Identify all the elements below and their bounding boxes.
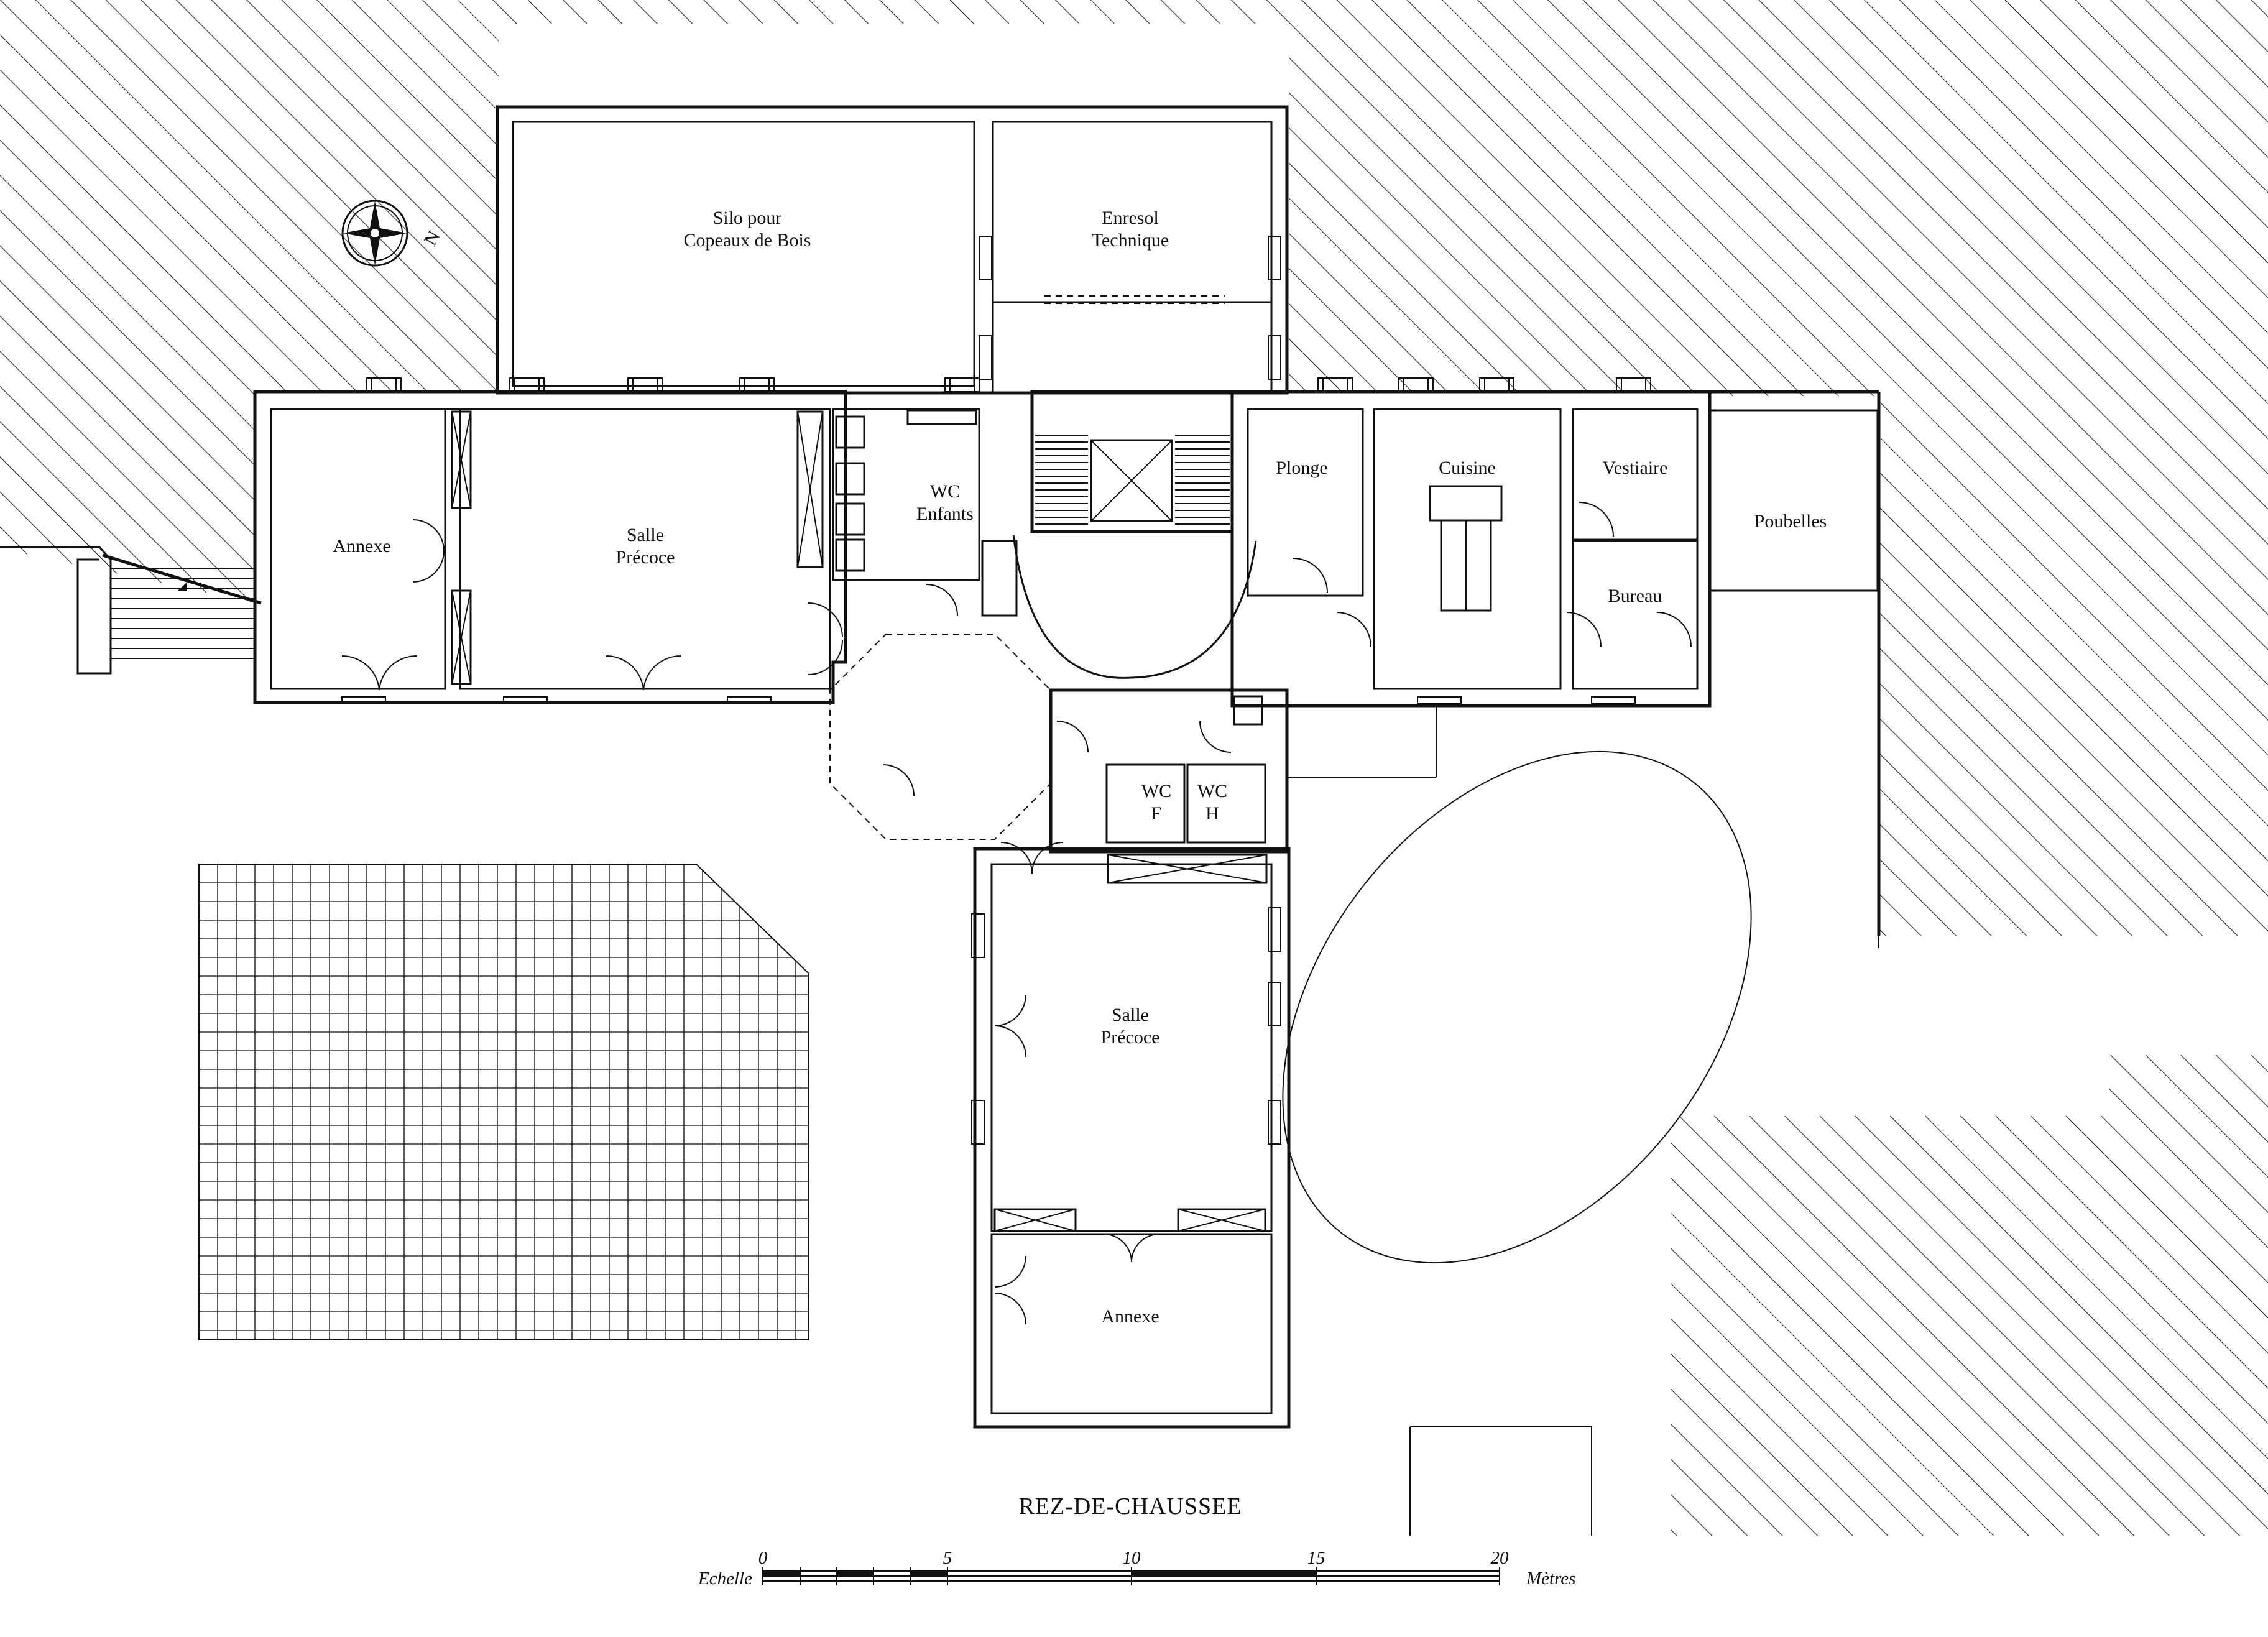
room-wc-enfants-label-2: Enfants [916,504,974,524]
room-salle-west-label-1: Salle [627,525,664,545]
room-salle-south-label-2: Précoce [1101,1027,1160,1048]
scale-tick-0: 0 [758,1548,768,1568]
scale-tick-5: 5 [943,1548,952,1568]
scale-bar: Echelle Mètres 0 5 10 15 20 [698,1548,1575,1589]
plan-title: REZ-DE-CHAUSSEE [1018,1493,1242,1519]
room-enresol-label-2: Technique [1092,230,1169,251]
room-wc-f-label-2: F [1151,803,1162,824]
windows [341,236,1651,1145]
room-wc-h-label-2: H [1205,803,1219,824]
paved-courtyard [198,864,809,1340]
room-salle-west-label-2: Précoce [616,547,675,568]
room-vestiaire-label: Vestiaire [1603,458,1668,478]
building-walls [0,105,1881,1536]
oval-play-area [1282,750,1752,1264]
room-plonge-label: Plonge [1276,458,1327,478]
room-labels: Silo pour Copeaux de Bois Enresol Techni… [333,208,1827,1327]
scale-tick-20: 20 [1491,1548,1510,1568]
scale-unit-label: Mètres [1526,1569,1575,1589]
scale-left-label: Echelle [698,1569,752,1589]
room-silo-label-1: Silo pour [713,208,782,228]
room-poubelles-label: Poubelles [1754,511,1827,532]
scale-tick-15: 15 [1307,1548,1325,1568]
room-annexe-west-label: Annexe [333,536,390,556]
room-bureau-label: Bureau [1608,586,1662,606]
room-enresol-label-1: Enresol [1102,208,1159,228]
room-wc-h-label-1: WC [1197,781,1227,801]
doors [341,502,1692,1325]
room-salle-south-label-1: Salle [1112,1005,1149,1025]
room-wc-enfants-label-1: WC [930,481,960,502]
room-cuisine-label: Cuisine [1439,458,1496,478]
room-silo-label-2: Copeaux de Bois [684,230,811,251]
scale-tick-10: 10 [1123,1548,1141,1568]
room-wc-f-label-1: WC [1141,781,1171,801]
room-annexe-south-label: Annexe [1101,1306,1159,1327]
hatched-terrain [0,0,2268,1536]
